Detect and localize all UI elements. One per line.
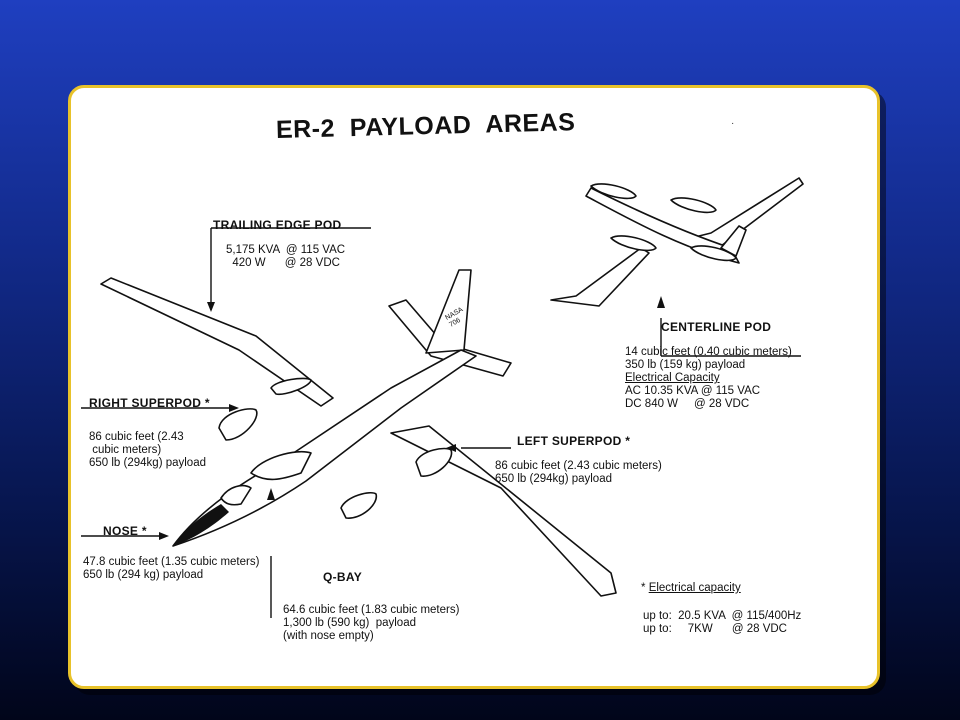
centerline-pod-specs: 14 cubic feet (0.40 cubic meters)350 lb … bbox=[625, 346, 792, 410]
nose-cone bbox=[173, 504, 229, 546]
inset-pod-b bbox=[670, 197, 717, 214]
inset-pod-a bbox=[590, 183, 637, 200]
right-superpod-label: RIGHT SUPERPOD * bbox=[89, 396, 210, 410]
inset-pod-c bbox=[610, 235, 657, 252]
nose-label: NOSE * bbox=[103, 524, 147, 538]
fuselage bbox=[172, 349, 477, 547]
left-superpod-label: LEFT SUPERPOD * bbox=[517, 434, 631, 448]
inset-pod-d bbox=[690, 245, 737, 262]
q-bay-specs: 64.6 cubic feet (1.83 cubic meters)1,300… bbox=[283, 604, 460, 642]
left-wing-pod-shape bbox=[340, 492, 377, 519]
left-superpod-shape bbox=[415, 447, 453, 477]
left-superpod-specs: 86 cubic feet (2.43 cubic meters)650 lb … bbox=[495, 460, 662, 485]
vertical-tail bbox=[425, 269, 472, 354]
aircraft-drawing bbox=[81, 177, 804, 618]
trailing-edge-pod-shape bbox=[270, 377, 312, 396]
inset-right-wing bbox=[550, 247, 650, 307]
corner-mark: · bbox=[731, 118, 735, 129]
trailing-edge-pod-specs: 5,175 KVA @ 115 VAC 420 W @ 28 VDC bbox=[226, 244, 346, 269]
right-superpod-shape bbox=[218, 408, 258, 441]
right-wing bbox=[100, 277, 334, 407]
q-bay-label: Q-BAY bbox=[323, 570, 363, 584]
centerline-pod-label: CENTERLINE POD bbox=[661, 320, 772, 334]
inset-fuselage bbox=[585, 187, 740, 264]
left-wing bbox=[390, 425, 617, 597]
nose-specs: 47.8 cubic feet (1.35 cubic meters)650 l… bbox=[83, 556, 260, 581]
horizontal-stabilizer bbox=[388, 299, 512, 377]
electrical-note-heading: Electrical capacity bbox=[648, 582, 741, 594]
trailing-edge-pod-label: TRAILING EDGE POD bbox=[213, 218, 342, 232]
right-superpod-specs: 86 cubic feet (2.43 cubic meters)650 lb … bbox=[89, 431, 206, 469]
diagram-card: ER-2 PAYLOAD AREAS · bbox=[68, 85, 880, 689]
canopy bbox=[220, 484, 252, 506]
electrical-note: * Electrical capacity bbox=[641, 582, 741, 594]
